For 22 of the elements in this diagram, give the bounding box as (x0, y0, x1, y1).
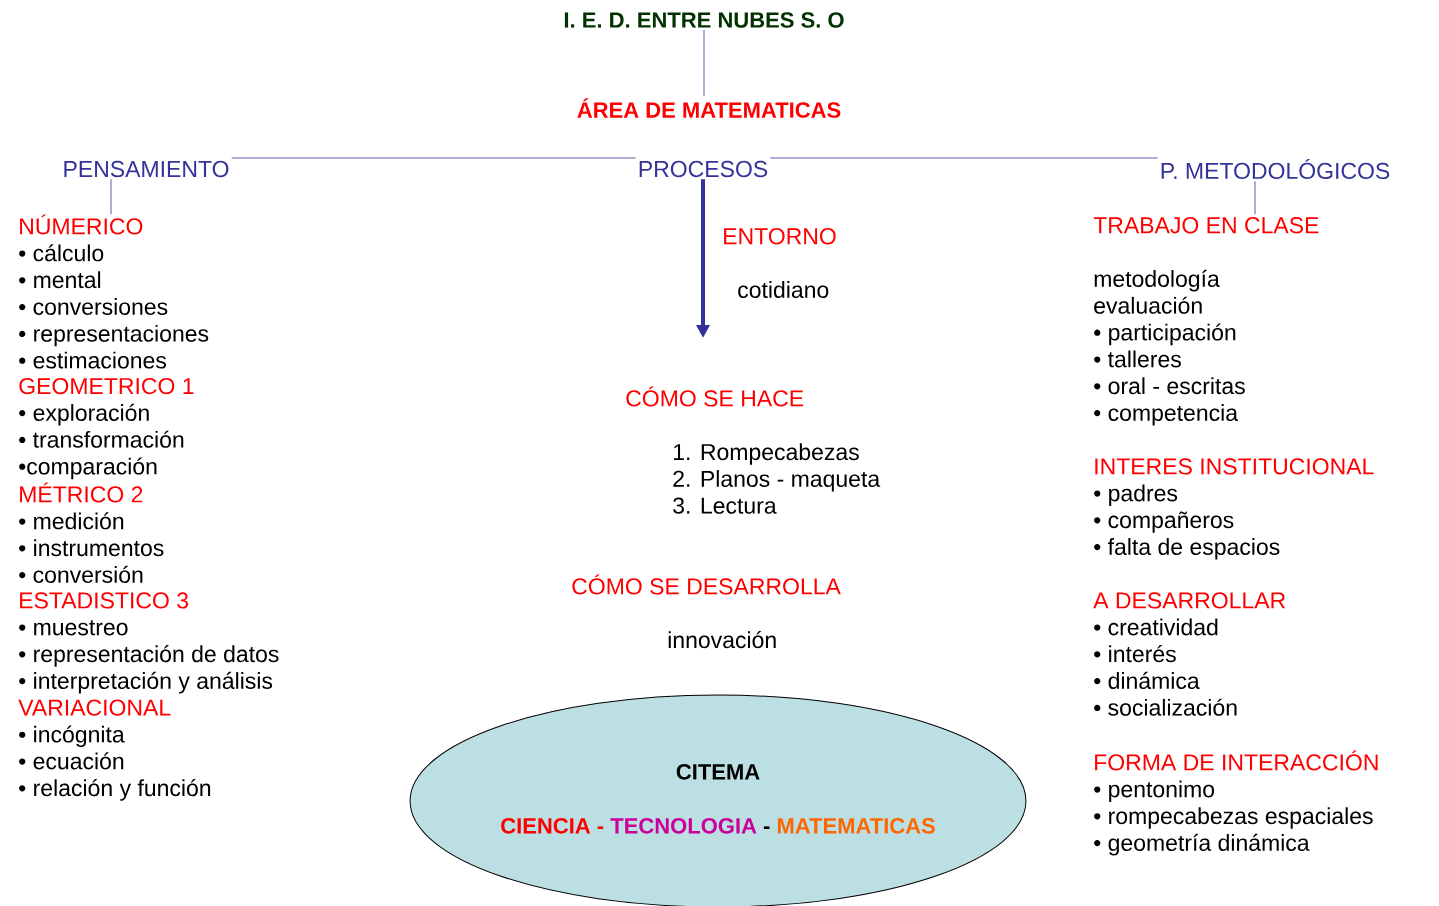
text-list: TRABAJO EN CLASE metodología evaluación • participación • talleres • oral - escritas • competencia (1093, 217, 1319, 426)
text-list: VARIACIONAL • incógnita • ecuación • relación y función (18, 699, 211, 801)
branch-label: PENSAMIENTO (64, 160, 229, 178)
heading-text: ÁREA DE MATEMATICAS (577, 98, 841, 118)
text-list: FORMA DE INTERACCIÓN • pentonimo • rompecabezas espaciales • geometría dinámica (1094, 750, 1378, 856)
connector-line (703, 29, 705, 97)
branch-label: P. METODOLÓGICOS (1161, 158, 1390, 180)
branch-label: PROCESOS (639, 160, 768, 178)
text-list: GEOMETRICO 1 • exploración • transformación •comparación (19, 377, 194, 480)
connector-line (770, 157, 1158, 159)
connector-line (1254, 180, 1256, 215)
text-list: INTERES INSTITUCIONAL • padres • compañeros • falta de espacios (1094, 458, 1374, 560)
connector-line (110, 178, 112, 215)
text-list: ESTADISTICO 3 • muestreo • representación de datos • interpretación y análisis (19, 592, 279, 694)
text-list: CÓMO SE HACE 1. Rompecabezas 2. Planos - maqueta 3. Lectura (626, 386, 881, 514)
text-list: A DESARROLLAR • creatividad • interés • dinámica • socialización (1093, 592, 1286, 716)
text-list: CÓMO SE DESARROLLA innovación (572, 574, 841, 649)
title-text: I. E. D. ENTRE NUBES S. O (564, 12, 844, 28)
connector-line (231, 157, 637, 159)
text-list: MÉTRICO 2 • medición • instrumentos • conversión (19, 482, 164, 583)
text-list: NÚMERICO • cálculo • mental • conversiones • representaciones • estimaciones (19, 214, 209, 369)
text-list: ENTORNO cotidiano (724, 228, 836, 298)
